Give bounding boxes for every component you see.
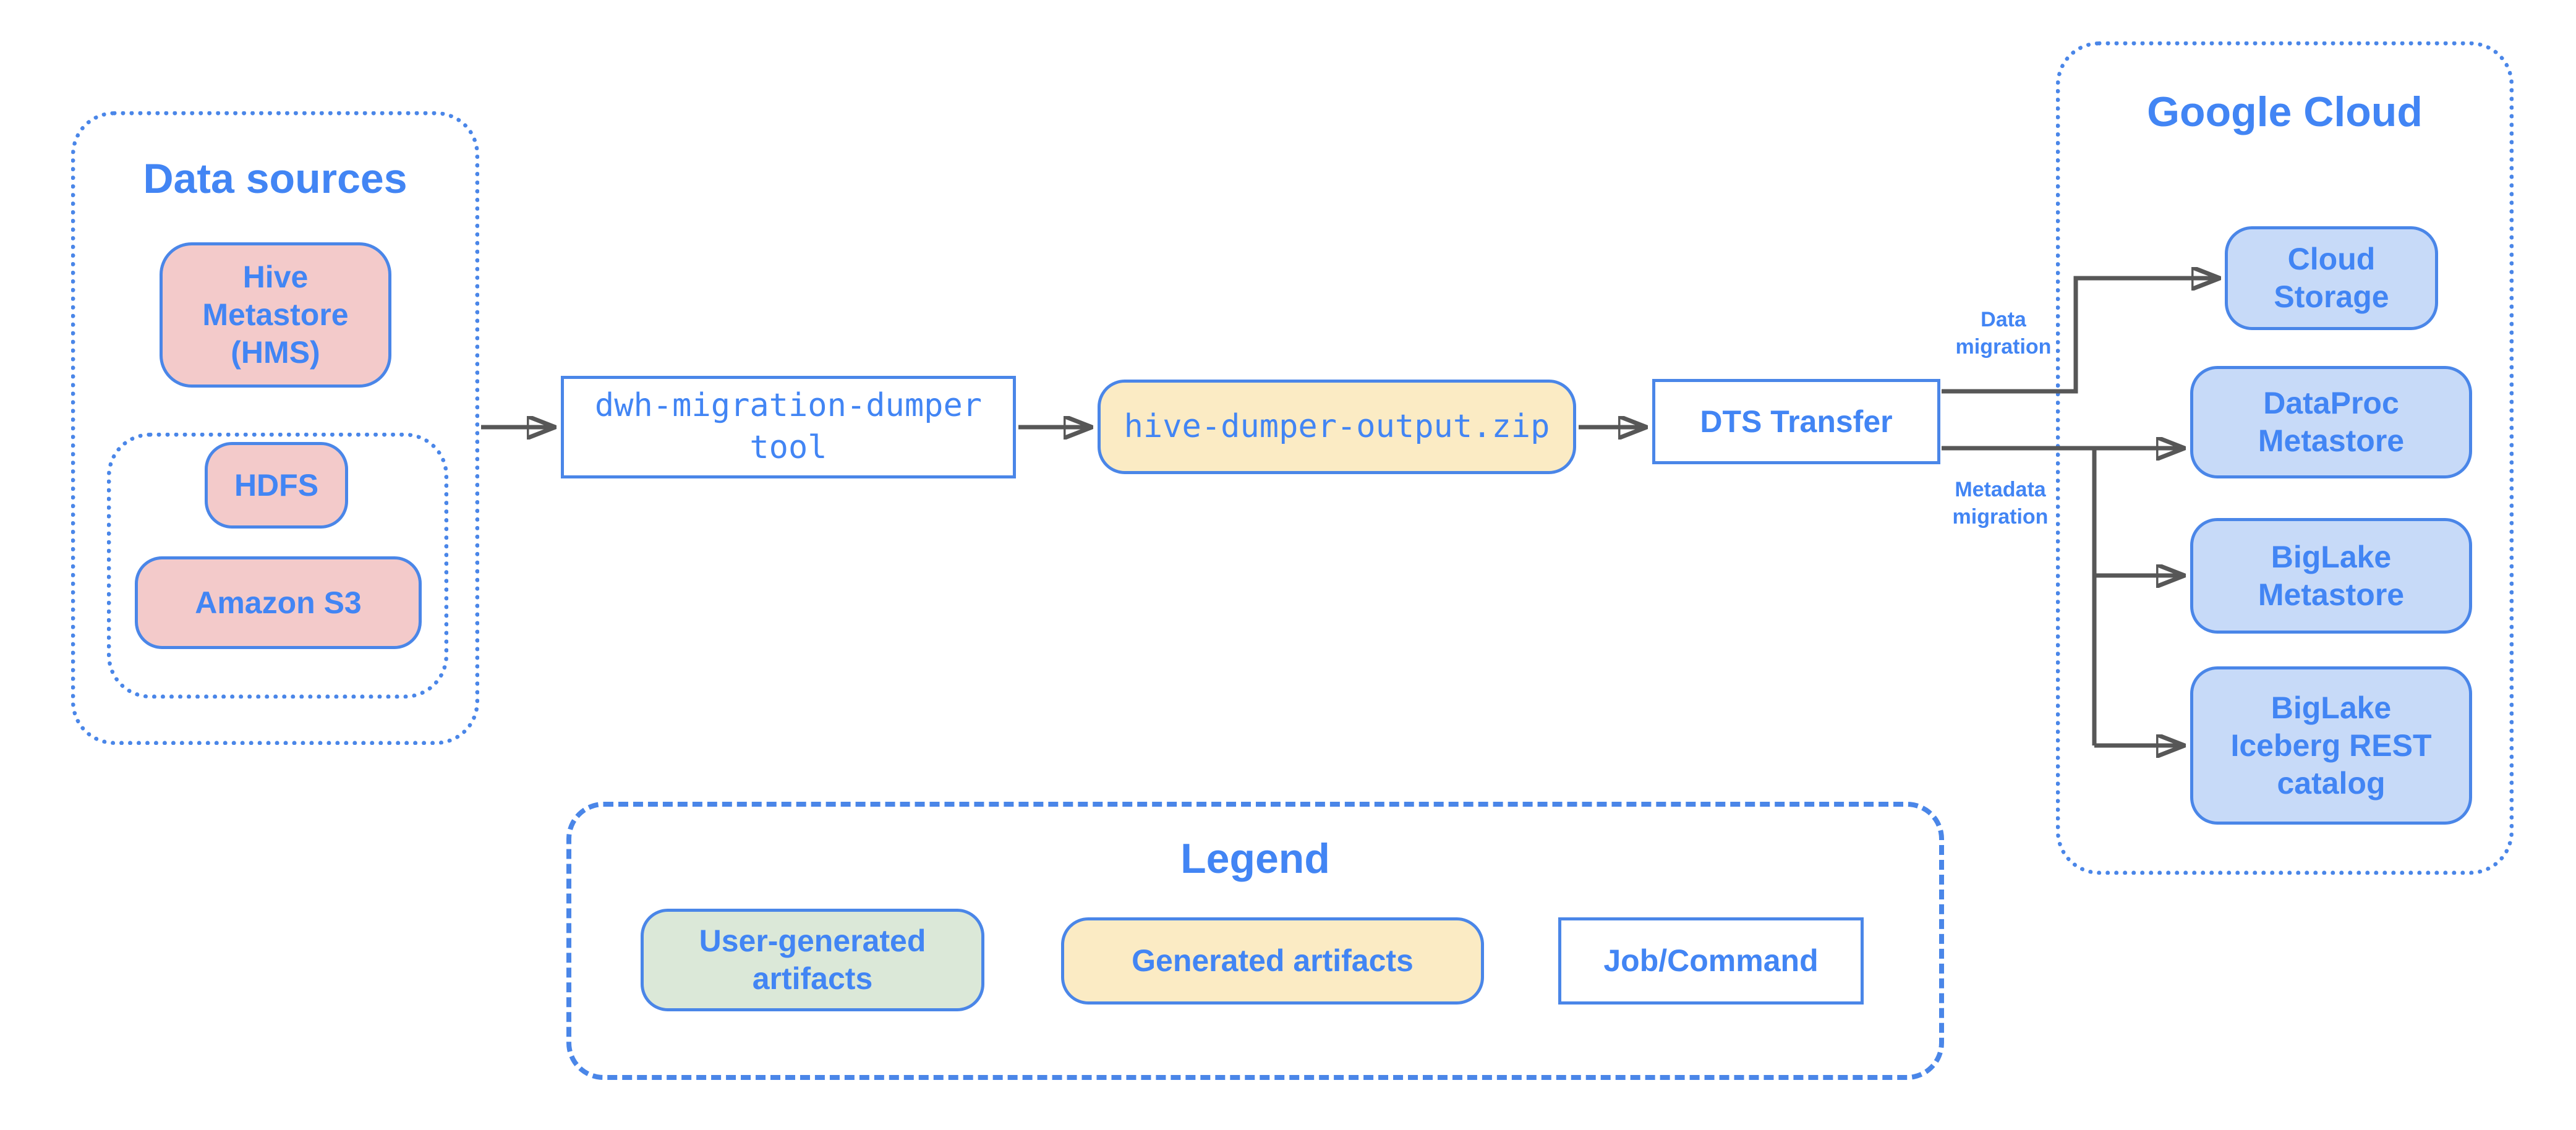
google-cloud-container <box>2056 41 2514 875</box>
amazon-s3-node: Amazon S3 <box>135 556 422 649</box>
biglake-metastore-node: BigLake Metastore <box>2190 518 2472 634</box>
data-migration-label: Data migration <box>1955 308 2052 359</box>
legend-title: Legend <box>1180 835 1330 882</box>
cloud-storage-node: Cloud Storage <box>2225 226 2438 330</box>
legend-generated-artifacts: Generated artifacts <box>1061 917 1484 1005</box>
data-sources-container <box>71 111 479 745</box>
data-sources-title: Data sources <box>143 155 407 202</box>
legend-job-command: Job/Command <box>1558 917 1864 1005</box>
hdfs-s3-subcontainer <box>107 433 448 699</box>
legend-container <box>566 802 1944 1080</box>
metadata-migration-label: Metadata migration <box>1952 478 2049 529</box>
hive-dumper-output-zip-node: hive-dumper-output.zip <box>1098 380 1576 474</box>
dataproc-metastore-node: DataProc Metastore <box>2190 366 2472 478</box>
biglake-iceberg-rest-catalog-node: BigLake Iceberg REST catalog <box>2190 666 2472 825</box>
google-cloud-title: Google Cloud <box>2147 88 2423 135</box>
hive-metastore-node: Hive Metastore (HMS) <box>160 242 391 388</box>
hdfs-node: HDFS <box>205 442 348 529</box>
dts-transfer-node: DTS Transfer <box>1652 379 1940 464</box>
legend-user-generated-artifacts: User-generated artifacts <box>641 909 984 1011</box>
dwh-migration-dumper-tool-node: dwh-migration-dumper tool <box>561 376 1016 478</box>
